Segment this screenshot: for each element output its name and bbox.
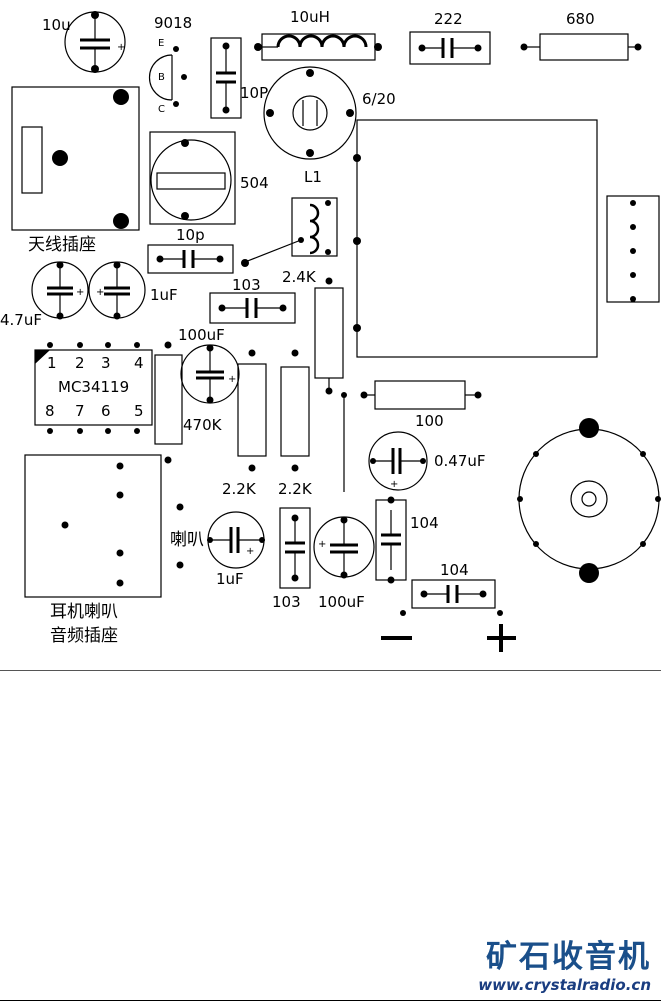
svg-text:+: + — [76, 287, 84, 298]
antenna-jack — [11, 86, 140, 231]
brand-name: 矿石收音机 — [486, 939, 651, 975]
cap-104-v-label: 104 — [410, 514, 439, 532]
cap-104-horizontal — [411, 579, 496, 609]
cap-10u-label: 10u — [42, 16, 71, 34]
ic-name: MC34119 — [58, 378, 129, 396]
pcb-silkscreen: + 10u 9018 E B C 10uH 222 — [0, 8, 661, 652]
cap-10u: + — [64, 11, 126, 73]
cap-103-a — [209, 259, 296, 324]
cap-10p-vertical — [210, 37, 242, 119]
cap-10p-h-label: 10p — [176, 226, 205, 244]
brand-block: 矿石收音机 www.crystalradio.cn — [478, 940, 651, 994]
cap-100uf-b: + — [313, 516, 375, 579]
cap-1uf-a: + — [88, 261, 146, 320]
cap-10p-horizontal — [147, 244, 234, 274]
transistor-9018 — [148, 46, 187, 107]
inductor-10uh — [254, 33, 382, 61]
coil-l1 — [244, 197, 338, 263]
plus-pad — [497, 610, 503, 616]
cap-103-b-label: 103 — [272, 593, 301, 611]
cap-100uf-a: + — [180, 344, 240, 404]
svg-text:+: + — [318, 539, 326, 550]
cap-100uf-a-label: 100uF — [178, 326, 225, 344]
res-470k — [154, 341, 183, 464]
speaker-pad-2 — [176, 561, 184, 569]
l1-label: L1 — [304, 168, 322, 186]
res-2-2k-a-label: 2.2K — [222, 480, 257, 498]
speaker-mount — [517, 418, 661, 583]
speaker-pad-1 — [176, 503, 184, 511]
speaker-label: 喇叭 — [170, 530, 204, 550]
svg-text:+: + — [228, 374, 236, 385]
bottom-rule — [0, 1000, 661, 1001]
ic-pin-7: 7 — [75, 402, 85, 420]
cap-103-a-label: 103 — [232, 276, 261, 294]
ic-pin-6: 6 — [101, 402, 111, 420]
cap-1uf-b: + — [207, 511, 265, 569]
cap-222 — [409, 31, 491, 65]
potentiometer-504 — [149, 131, 236, 225]
cap-4-7uf-label: 4.7uF — [0, 311, 42, 329]
brand-url: www.crystalradio.cn — [478, 976, 651, 994]
svg-text:+: + — [390, 479, 398, 490]
res-2-4k — [314, 277, 344, 395]
cap-104-vertical — [375, 496, 407, 584]
minus-pad — [400, 610, 406, 616]
audio-jack-label-1: 耳机喇叭 — [50, 602, 118, 622]
res-100 — [341, 380, 482, 492]
pot-label: 504 — [240, 174, 269, 192]
res-680-label: 680 — [566, 10, 595, 28]
res-2-4k-label: 2.4K — [282, 268, 317, 286]
cap-4-7uf: + — [31, 261, 89, 320]
audio-jack — [24, 454, 162, 598]
cap-1uf-a-label: 1uF — [150, 286, 178, 304]
plus-sign — [487, 624, 516, 652]
res-680 — [520, 33, 642, 61]
ic-pin-1: 1 — [47, 354, 57, 372]
res-470k-label: 470K — [183, 416, 223, 434]
svg-text:+: + — [96, 287, 104, 298]
coil-label: 6/20 — [362, 90, 396, 108]
cap-222-label: 222 — [434, 10, 463, 28]
res-2-2k-b — [280, 349, 310, 472]
transistor-label: 9018 — [154, 14, 192, 32]
pin-b-label: B — [158, 72, 165, 83]
res-2-2k-b-label: 2.2K — [278, 480, 313, 498]
coil-6-20 — [263, 66, 357, 160]
footer-rule — [0, 670, 661, 671]
ic-mc34119 — [34, 342, 153, 434]
pin-e-label: E — [158, 38, 164, 49]
antenna-jack-label: 天线插座 — [28, 235, 96, 255]
cap-104-h-label: 104 — [440, 561, 469, 579]
svg-text:+: + — [117, 42, 125, 53]
res-100-label: 100 — [415, 412, 444, 430]
variable-capacitor-box — [353, 119, 598, 358]
ic-pin-5: 5 — [134, 402, 144, 420]
pin-c-label: C — [158, 104, 165, 115]
ic-pin-2: 2 — [75, 354, 85, 372]
connector-right — [606, 195, 660, 303]
cap-0-47uf-label: 0.47uF — [434, 452, 486, 470]
cap-10p-v-label: 10P — [240, 84, 268, 102]
cap-103-b — [279, 507, 311, 589]
cap-0-47uf: + — [368, 431, 428, 491]
svg-text:+: + — [246, 546, 254, 557]
ic-pin-8: 8 — [45, 402, 55, 420]
res-2-2k-a — [237, 349, 267, 472]
cap-100uf-b-label: 100uF — [318, 593, 365, 611]
ic-pin-3: 3 — [101, 354, 111, 372]
inductor-label: 10uH — [290, 8, 330, 26]
ic-pin-4: 4 — [134, 354, 144, 372]
audio-jack-label-2: 音频插座 — [50, 626, 118, 646]
cap-1uf-b-label: 1uF — [216, 570, 244, 588]
